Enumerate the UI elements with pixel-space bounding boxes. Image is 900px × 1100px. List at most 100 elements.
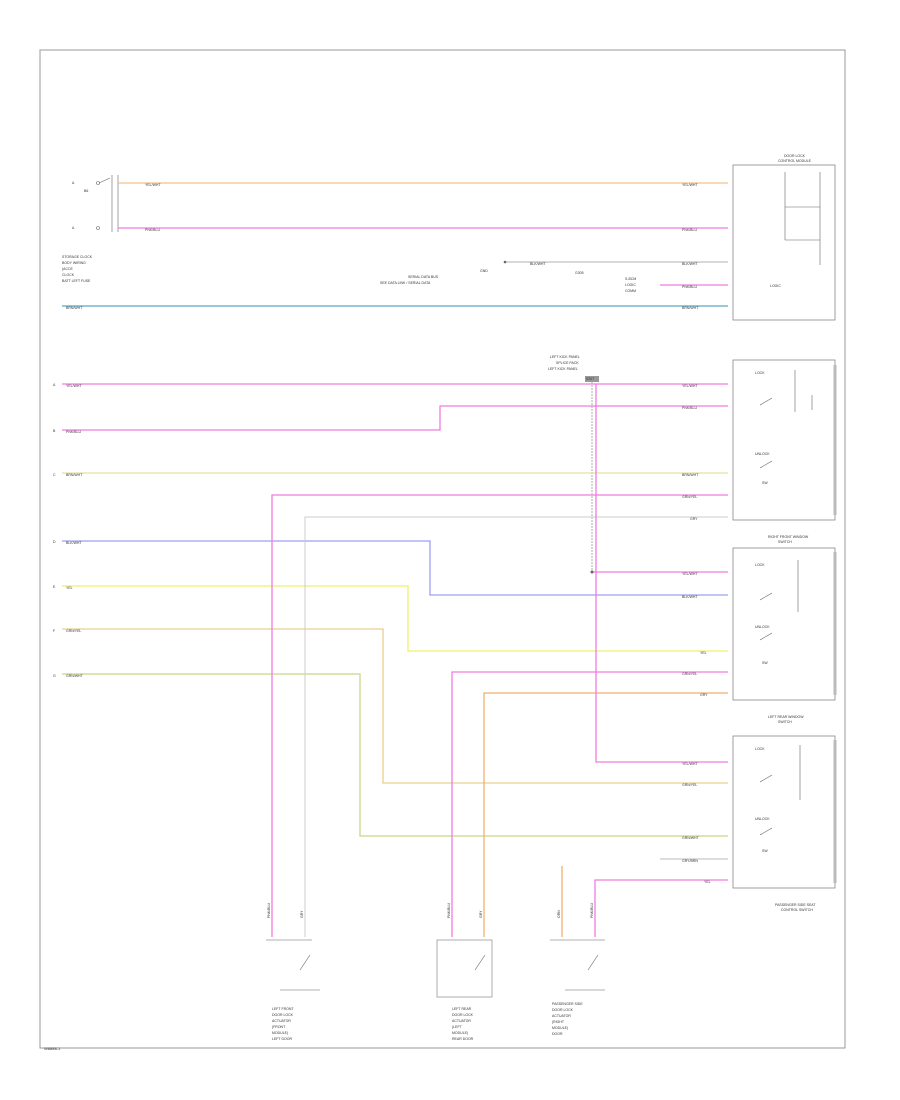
left-marker-f: F xyxy=(53,629,55,633)
switch3-pin-4: GRY/BRN xyxy=(682,859,698,863)
actuator-passenger: ORN PNK/BLU PASSENGER SIDE DOOR LOCK ACT… xyxy=(550,903,605,1036)
switch1-pin-5: GRY xyxy=(690,517,698,521)
wire-b xyxy=(62,405,728,431)
wire-e-label: YEL xyxy=(66,586,73,590)
left-marker-c: C xyxy=(53,473,56,477)
switch1-label-lock: LOCK xyxy=(755,371,765,375)
switch2-pin-4: GRN/YEL xyxy=(682,672,697,676)
module-pin-3: BLK/WHT xyxy=(682,262,698,266)
switch3-label-lock: LOCK xyxy=(755,747,765,751)
left-marker-d: D xyxy=(53,540,56,544)
left-marker-e: E xyxy=(53,585,56,589)
wire-d-label: BLK/WHT xyxy=(66,541,82,545)
switch2-pin-1: YEL/WHT xyxy=(682,572,698,576)
actuator2-box xyxy=(436,939,493,998)
module-pin-1: YEL/WHT xyxy=(682,183,698,187)
wire-d xyxy=(62,540,728,596)
switch2-box xyxy=(732,547,836,701)
ground-node xyxy=(503,260,507,264)
actuator3-label: PASSENGER SIDE DOOR LOCK ACTUATOR (RIGHT… xyxy=(552,1002,584,1036)
actuator1-wire-b: GRY xyxy=(300,910,304,918)
splice-node-1 xyxy=(590,570,594,574)
left-marker-b: B xyxy=(53,429,56,433)
switch1-pin-4: GRN/YEL xyxy=(682,495,697,499)
diagram-frame xyxy=(39,49,846,1049)
switch3-contact-1 xyxy=(759,774,773,783)
splice-pack-label: LEFT KICK PANEL SPLICE PACK LEFT KICK PA… xyxy=(548,355,581,371)
top-left-switch-block: A B6 A STORAGE CLOCK BODY WIRING (ACCE C… xyxy=(62,175,119,283)
actuator1-motor xyxy=(299,954,311,971)
passenger-switch-title: PASSENGER SIDE SEAT CONTROL SWITCH xyxy=(775,903,816,912)
switch2-label-lock: LOCK xyxy=(755,563,765,567)
left-rear-window-switch: LEFT REAR WINDOW SWITCH LOCK UNLOCK SW Y… xyxy=(682,715,837,889)
wire-f-label: GRN/YEL xyxy=(66,629,81,633)
wire-actuator2-b xyxy=(483,692,728,937)
wire-a-label: YEL/WHT xyxy=(66,384,82,388)
actuator3-motor xyxy=(587,954,599,971)
module-title: DOOR LOCK CONTROL MODULE xyxy=(778,154,812,163)
page-label: W8888-1 xyxy=(44,1046,61,1051)
right-front-window-switch: RIGHT FRONT WINDOW SWITCH LOCK UNLOCK SW… xyxy=(682,535,837,701)
module-pin-4: PNK/BLU xyxy=(682,285,697,289)
switch-a-lever xyxy=(98,177,111,184)
module-pin-5: BRN/WHT xyxy=(682,306,699,310)
door-lock-control-module: DOOR LOCK CONTROL MODULE LOGIC YEL/WHT P… xyxy=(682,154,836,321)
switch1-box xyxy=(732,359,836,521)
switch3-contact-2 xyxy=(759,827,773,836)
actuator1-label: LEFT FRONT DOOR LOCK ACTUATOR (FRONT MOD… xyxy=(272,1007,294,1041)
left-marker-g: G xyxy=(53,674,56,678)
switch3-pin-5: YEL xyxy=(704,880,711,884)
side-labels: S-BCM LOGIC COMM xyxy=(625,277,637,293)
switch1-label-unlock: UNLOCK xyxy=(755,452,770,456)
switch-a-sub: B6 xyxy=(84,189,88,193)
wire-actuator2-a xyxy=(451,671,728,937)
actuator2-motor xyxy=(474,954,486,971)
wire-yel-wht-label: YEL/WHT xyxy=(145,183,161,187)
switch2-title: RIGHT FRONT WINDOW SWITCH xyxy=(768,535,809,544)
actuator2-label: LEFT REAR DOOR LOCK ACTUATOR (LEFT MODUL… xyxy=(452,1007,474,1041)
actuator2-wire-b: GRY xyxy=(479,910,483,918)
wire-f xyxy=(62,628,728,784)
wire-actuator1-a xyxy=(271,494,728,937)
switch-a-label: A xyxy=(72,181,75,185)
switch2-pin-5: GRY xyxy=(700,693,708,697)
actuator-left-rear: PNK/BLU GRY LEFT REAR DOOR LOCK ACTUATOR… xyxy=(436,903,493,1041)
left-markers: A B C D E F G xyxy=(53,383,56,678)
module-pin-2: PNK/BLU xyxy=(682,228,697,232)
switch-b-label: A xyxy=(72,226,75,230)
switch2-pin-3: YEL xyxy=(700,651,707,655)
splice-pack: LEFT KICK PANEL SPLICE PACK LEFT KICK PA… xyxy=(548,355,599,572)
wire-brn-wht-label: BRN/WHT xyxy=(66,306,83,310)
wire-actuator3-b xyxy=(594,879,728,937)
wire-c-label: BRN/WHT xyxy=(66,473,83,477)
actuator-left-front: PNK/BLU GRY LEFT FRONT DOOR LOCK ACTUATO… xyxy=(266,903,320,1041)
switch2-contact-2 xyxy=(759,632,773,641)
switch2-label-unlock: UNLOCK xyxy=(755,625,770,629)
switch3-box xyxy=(732,735,836,889)
ground-label: GND SERIAL DATA BUS SEE DATA LINK / SERI… xyxy=(380,269,489,285)
switch3-pin-2: GRN/YEL xyxy=(682,783,697,787)
switch3-title: LEFT REAR WINDOW SWITCH xyxy=(768,715,805,724)
wire-g xyxy=(62,673,728,837)
top-left-block-text: STORAGE CLOCK BODY WIRING (ACCE CLOCK BA… xyxy=(62,255,93,283)
splice-pack-body xyxy=(585,376,599,382)
module-box xyxy=(732,164,836,321)
left-marker-a: A xyxy=(53,383,56,387)
actuator1-wire-a: PNK/BLU xyxy=(267,903,271,918)
wire-e xyxy=(62,585,728,652)
actuator3-wire-b: PNK/BLU xyxy=(590,903,594,918)
wire-blk-wht-sub: G305 xyxy=(575,271,584,275)
switch1-label-sw: SW xyxy=(762,481,768,485)
switch2-label-sw: SW xyxy=(762,661,768,665)
wire-b-label: PNK/BLU xyxy=(66,430,81,434)
switch3-pin-3: GRN/WHT xyxy=(682,836,700,840)
switch1-contact-1 xyxy=(759,397,773,406)
switch2-contact-1 xyxy=(759,592,773,601)
wire-g-label: GRN/WHT xyxy=(66,674,84,678)
switch3-pin-1: YEL/WHT xyxy=(682,762,698,766)
switch3-label-sw: SW xyxy=(762,849,768,853)
switch1-pin-1: YEL/WHT xyxy=(682,384,698,388)
switch3-label-unlock: UNLOCK xyxy=(755,817,770,821)
